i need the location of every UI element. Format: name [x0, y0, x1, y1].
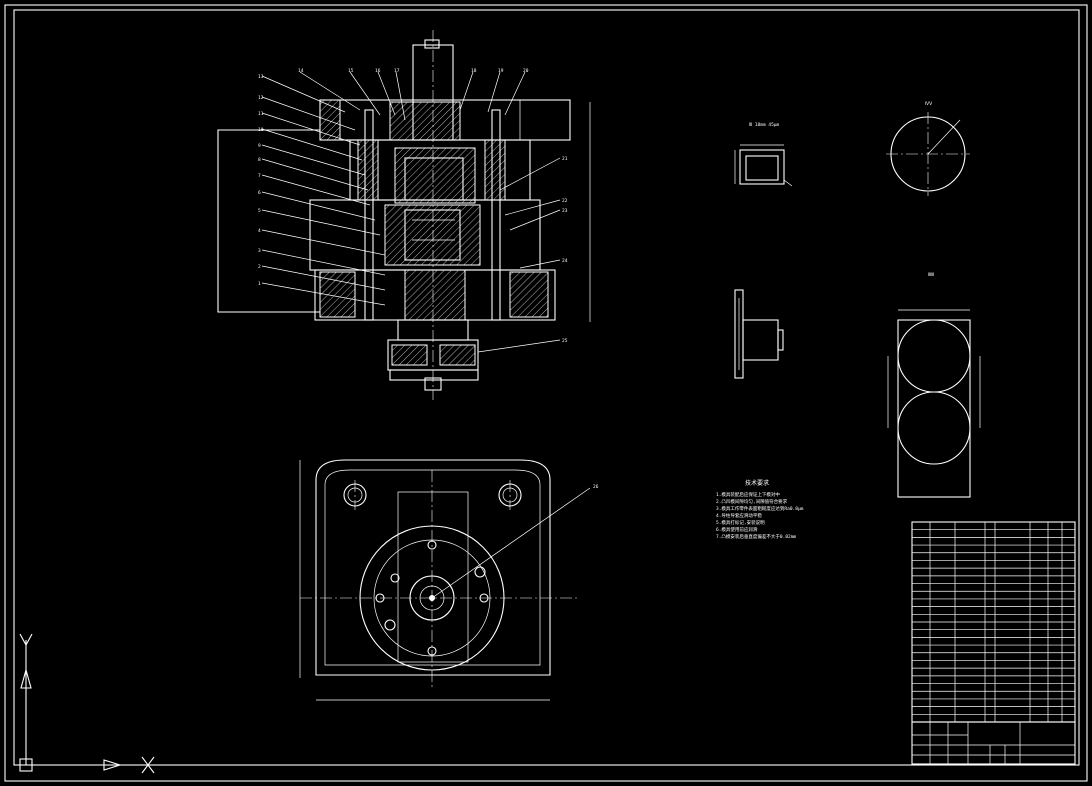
- main-section-view: 13 12 11 10 9 8 7 6 5 4 3 2 1 14 15 16 1…: [217, 30, 591, 400]
- svg-text:7: 7: [258, 173, 261, 179]
- svg-text:20: 20: [523, 68, 529, 74]
- svg-text:21: 21: [562, 156, 568, 162]
- svg-text:4: 4: [258, 228, 261, 234]
- title-block: [911, 721, 1076, 765]
- svg-text:23: 23: [562, 208, 568, 214]
- svg-text:17: 17: [394, 68, 400, 74]
- svg-text:13: 13: [258, 74, 264, 80]
- plan-leader-label: 26: [593, 484, 599, 490]
- svg-text:14: 14: [298, 68, 304, 74]
- svg-text:19: 19: [498, 68, 504, 74]
- svg-text:11: 11: [258, 111, 264, 117]
- ucs-axis-icon: [19, 633, 155, 774]
- detail-a: [734, 144, 793, 187]
- notes-lines: 1.模具装配后应保证上下模对中 2.凸凹模间隙均匀,间隙值符合要求 3.模具工作…: [716, 491, 804, 540]
- svg-text:18: 18: [471, 68, 477, 74]
- note-line: 3.模具工作零件表面粗糙度应达到Ra0.8µm: [716, 505, 804, 512]
- svg-text:2: 2: [258, 264, 261, 270]
- svg-text:12: 12: [258, 95, 264, 101]
- note-line: 2.凸凹模间隙均匀,间隙值符合要求: [716, 498, 788, 505]
- punch-side-view: [734, 289, 784, 379]
- plan-view: 26: [299, 459, 599, 701]
- notes-title: 技术要求: [745, 479, 769, 487]
- note-line: 6.模具使用前应润滑: [716, 526, 758, 533]
- note-line: 7.凸模安装后垂直度偏差不大于0.02mm: [716, 533, 796, 540]
- svg-text:1: 1: [258, 281, 261, 287]
- svg-text:5: 5: [258, 208, 261, 214]
- note-line: 4.导柱导套应滑动平稳: [716, 512, 762, 519]
- double-circle-detail: [887, 309, 981, 498]
- parts-table-rows: [912, 529, 1075, 715]
- svg-text:6: 6: [258, 190, 261, 196]
- note-line: 5.模具打标记,安装说明: [716, 519, 765, 526]
- svg-text:25: 25: [562, 338, 568, 344]
- detail-b-title: ⅣⅤ: [925, 101, 933, 107]
- svg-text:22: 22: [562, 198, 568, 204]
- drawing-frame: [4, 4, 1088, 782]
- svg-text:16: 16: [375, 68, 381, 74]
- svg-text:10: 10: [258, 127, 264, 133]
- svg-text:15: 15: [348, 68, 354, 74]
- svg-text:8: 8: [258, 157, 261, 163]
- detail-c-title: ⅢⅢ: [928, 272, 934, 278]
- svg-text:9: 9: [258, 143, 261, 149]
- svg-text:24: 24: [562, 258, 568, 264]
- svg-text:3: 3: [258, 248, 261, 254]
- detail-a-title: Ⅲ 18mm 45µm: [749, 122, 779, 128]
- note-line: 1.模具装配后应保证上下模对中: [716, 491, 780, 498]
- detail-circle: [886, 112, 970, 196]
